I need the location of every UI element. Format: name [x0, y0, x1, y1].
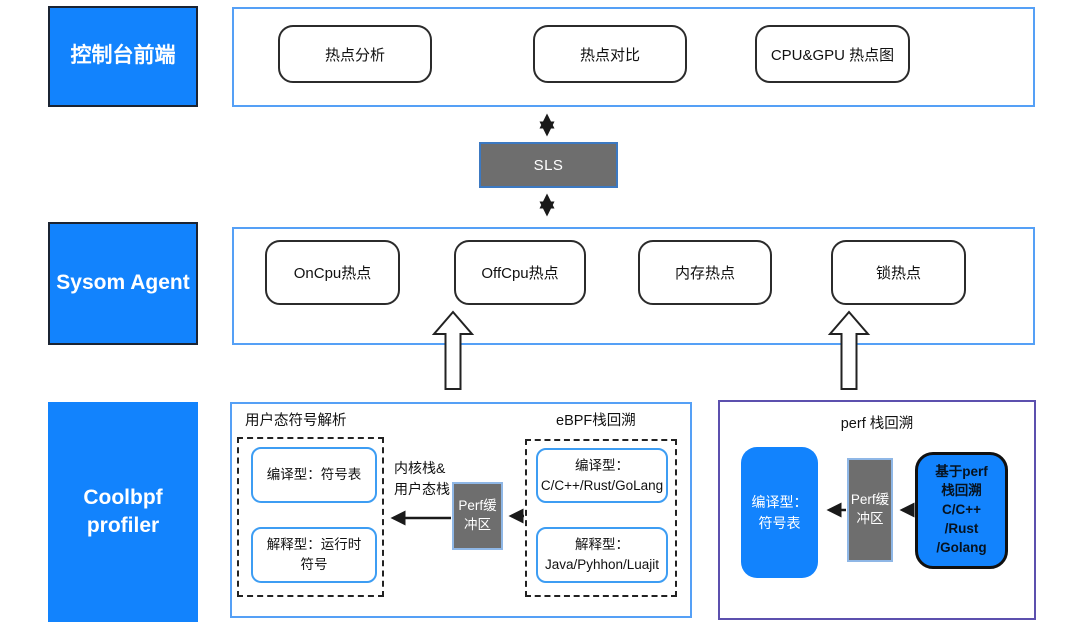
user-symbol-section-title: 用户态符号解析	[245, 413, 347, 429]
sysom-agent-label-box: Sysom Agent	[48, 222, 198, 345]
user-symbol-dashed-group	[237, 437, 384, 597]
ebpf-compiled-box: 编译型： C/C++/Rust/GoLang	[536, 448, 668, 503]
sls-box: SLS	[479, 142, 618, 188]
hotspot-compare-box: 热点对比	[533, 25, 687, 83]
compiled-symbol-table-box: 编译型：符号表	[251, 447, 377, 503]
kernel-user-stack-label: 内核栈& 用户态栈	[394, 460, 450, 497]
perf-based-unwind-box: 基于perf 栈回溯 C/C++ /Rust /Golang	[915, 452, 1008, 569]
ebpf-section-title: eBPF栈回溯	[556, 413, 636, 429]
oncpu-hotspot-box: OnCpu热点	[265, 240, 400, 305]
hotspot-analysis-box: 热点分析	[278, 25, 432, 83]
perf-buffer-box: Perf缓 冲区	[452, 482, 503, 550]
perf-compiled-symbol-box: 编译型： 符号表	[741, 447, 818, 578]
offcpu-hotspot-box: OffCpu热点	[454, 240, 586, 305]
perf-buffer-box-2: Perf缓 冲区	[847, 458, 893, 562]
ebpf-interpreted-box: 解释型： Java/Pyhhon/Luajit	[536, 527, 668, 583]
coolbpf-profiler-label-box: Coolbpf profiler	[48, 402, 198, 622]
lock-hotspot-box: 锁热点	[831, 240, 966, 305]
perf-section-title: perf 栈回溯	[840, 416, 914, 432]
ebpf-dashed-group	[525, 439, 677, 597]
memory-hotspot-box: 内存热点	[638, 240, 772, 305]
interpreted-runtime-symbol-box: 解释型：运行时 符号	[251, 527, 377, 583]
cpu-gpu-heatmap-box: CPU&GPU 热点图	[755, 25, 910, 83]
console-frontend-label-box: 控制台前端	[48, 6, 198, 107]
